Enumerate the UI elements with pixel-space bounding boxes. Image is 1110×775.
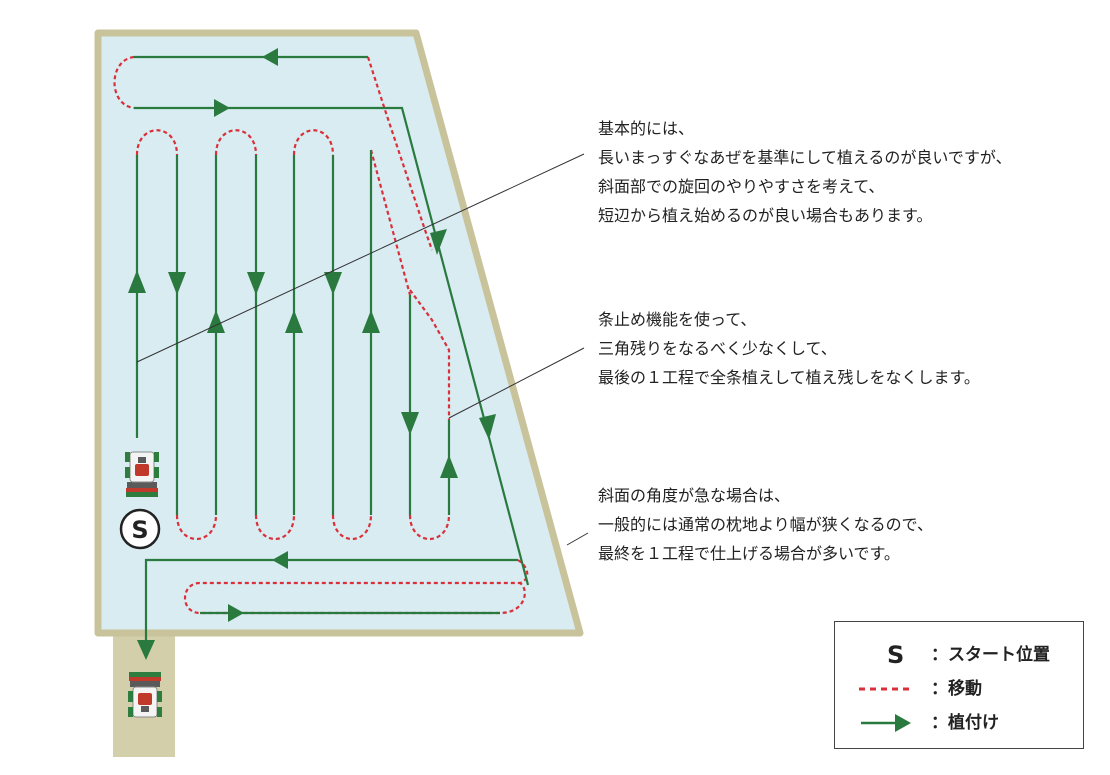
legend-move: ：移動 (835, 674, 1083, 704)
arrow-left-icon (262, 48, 278, 66)
note-line: 短辺から植え始めるのが良い場合もあります。 (598, 206, 933, 225)
arrow-down-icon (479, 414, 496, 440)
arrow-right-icon (228, 604, 244, 622)
arrow-down-icon (247, 272, 265, 295)
start-marker: S (119, 508, 161, 550)
leader-lines (136, 153, 589, 546)
direction-arrows (128, 48, 496, 660)
note-short-side-start: 基本的には、 長いまっすぐなあぜを基準にして植えるのが良いですが、 斜面部での旋… (598, 114, 1012, 230)
note-line: 三角残りをなるべく少なくして、 (598, 339, 837, 358)
arrow-down-icon (168, 272, 186, 295)
note-line: 長いまっすぐなあぜを基準にして植えるのが良いですが、 (598, 148, 1012, 167)
start-marker-letter: S (131, 516, 148, 544)
green-arrow-icon (857, 708, 917, 738)
arrow-down-icon (137, 640, 155, 660)
dashed-line-icon (857, 674, 917, 704)
transplanter-exit-icon (127, 671, 163, 718)
note-line: 最終を１工程で仕上げる場合が多いです。 (598, 544, 900, 563)
arrow-up-icon (128, 270, 146, 293)
arrow-up-icon (362, 310, 380, 333)
note-row-stop-function: 条止め機能を使って、 三角残りをなるべく少なくして、 最後の１工程で全条植えして… (598, 305, 980, 392)
note-line: 最後の１工程で全条植えして植え残しをなくします。 (598, 368, 980, 387)
transplanter-start-icon (124, 451, 160, 498)
legend-move-label: ：移動 (931, 679, 982, 699)
arrow-down-icon (430, 229, 447, 255)
note-steep-slope: 斜面の角度が急な場合は、 一般的には通常の枕地より幅が狭くなるので、 最終を１工… (598, 481, 933, 568)
legend-plant: ：植付け (835, 708, 1083, 738)
moving-paths (113, 55, 529, 615)
note-line: 一般的には通常の枕地より幅が狭くなるので、 (598, 515, 934, 534)
arrow-left-icon (272, 551, 288, 569)
paddy-field (94, 29, 584, 637)
note-line: 基本的には、 (598, 119, 695, 138)
start-symbol-letter: S (887, 641, 905, 669)
note-line: 斜面の角度が急な場合は、 (598, 486, 791, 505)
arrow-right-icon (214, 99, 230, 117)
arrow-down-icon (324, 272, 342, 295)
legend-plant-label: ：植付け (931, 713, 999, 733)
arrow-up-icon (440, 455, 458, 478)
arrow-down-icon (401, 412, 419, 435)
legend: S ：スタート位置 ：移動 ：植付け (834, 621, 1084, 749)
legend-start-label: ：スタート位置 (931, 645, 1050, 665)
note-line: 斜面部での旋回のやりやすさを考えて、 (598, 177, 885, 196)
legend-start: S ：スタート位置 (835, 640, 1083, 670)
note-line: 条止め機能を使って、 (598, 310, 757, 329)
arrow-up-icon (285, 310, 303, 333)
start-symbol: S (857, 640, 917, 670)
